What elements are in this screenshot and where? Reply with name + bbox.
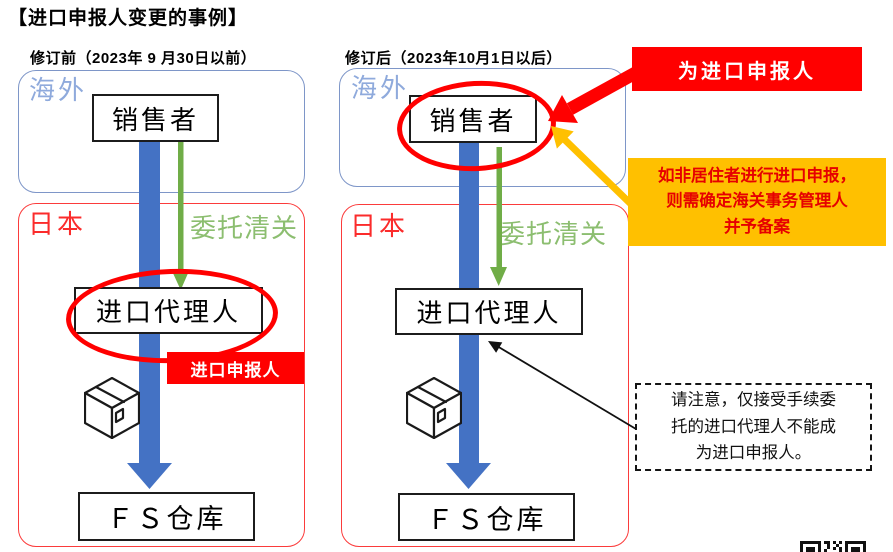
package-box-icon	[406, 377, 462, 439]
header-after: 修订后（2023年10月1日以后）	[345, 50, 562, 67]
import-agent-box-after: 进口代理人	[395, 288, 583, 335]
fs-warehouse-box-after: ＦＳ仓库	[398, 493, 575, 541]
package-box-icon	[84, 377, 140, 439]
nonresident-note-line: 则需确定海关事务管理人	[666, 192, 848, 211]
overseas-label-before: 海外	[29, 76, 88, 106]
declarant-banner: 为进口申报人	[632, 47, 862, 91]
seller-box-after: 销售者	[409, 95, 537, 143]
caution-note-line: 托的进口代理人不能成	[671, 416, 836, 436]
nonresident-note-line: 并予备案	[724, 217, 790, 236]
qr-code-fragment	[800, 541, 866, 552]
caution-note: 请注意，仅接受手续委 托的进口代理人不能成 为进口申报人。	[635, 383, 872, 471]
import-agent-box-before: 进口代理人	[74, 287, 263, 334]
header-before: 修订前（2023年 9 月30日以前）	[30, 50, 257, 67]
page-title: 【进口申报人变更的事例】	[8, 8, 249, 29]
clearance-label-after: 委托清关	[499, 220, 608, 250]
overseas-label-after: 海外	[351, 74, 410, 104]
caution-note-line: 请注意，仅接受手续委	[671, 390, 836, 410]
overseas-region-after	[339, 68, 626, 187]
japan-label-before: 日本	[28, 210, 87, 240]
japan-region-before	[18, 203, 305, 547]
caution-note-line: 为进口申报人。	[695, 443, 812, 463]
japan-label-after: 日本	[350, 212, 409, 242]
nonresident-note: 如非居住者进行进口申报， 则需确定海关事务管理人 并予备案	[628, 158, 886, 246]
clearance-label-before: 委托清关	[190, 214, 299, 244]
seller-box-before: 销售者	[92, 94, 219, 142]
overseas-region-before	[18, 70, 305, 193]
fs-warehouse-box-before: ＦＳ仓库	[78, 492, 255, 541]
declarant-tag-before: 进口申报人	[167, 352, 304, 384]
nonresident-note-line: 如非居住者进行进口申报，	[658, 166, 856, 185]
